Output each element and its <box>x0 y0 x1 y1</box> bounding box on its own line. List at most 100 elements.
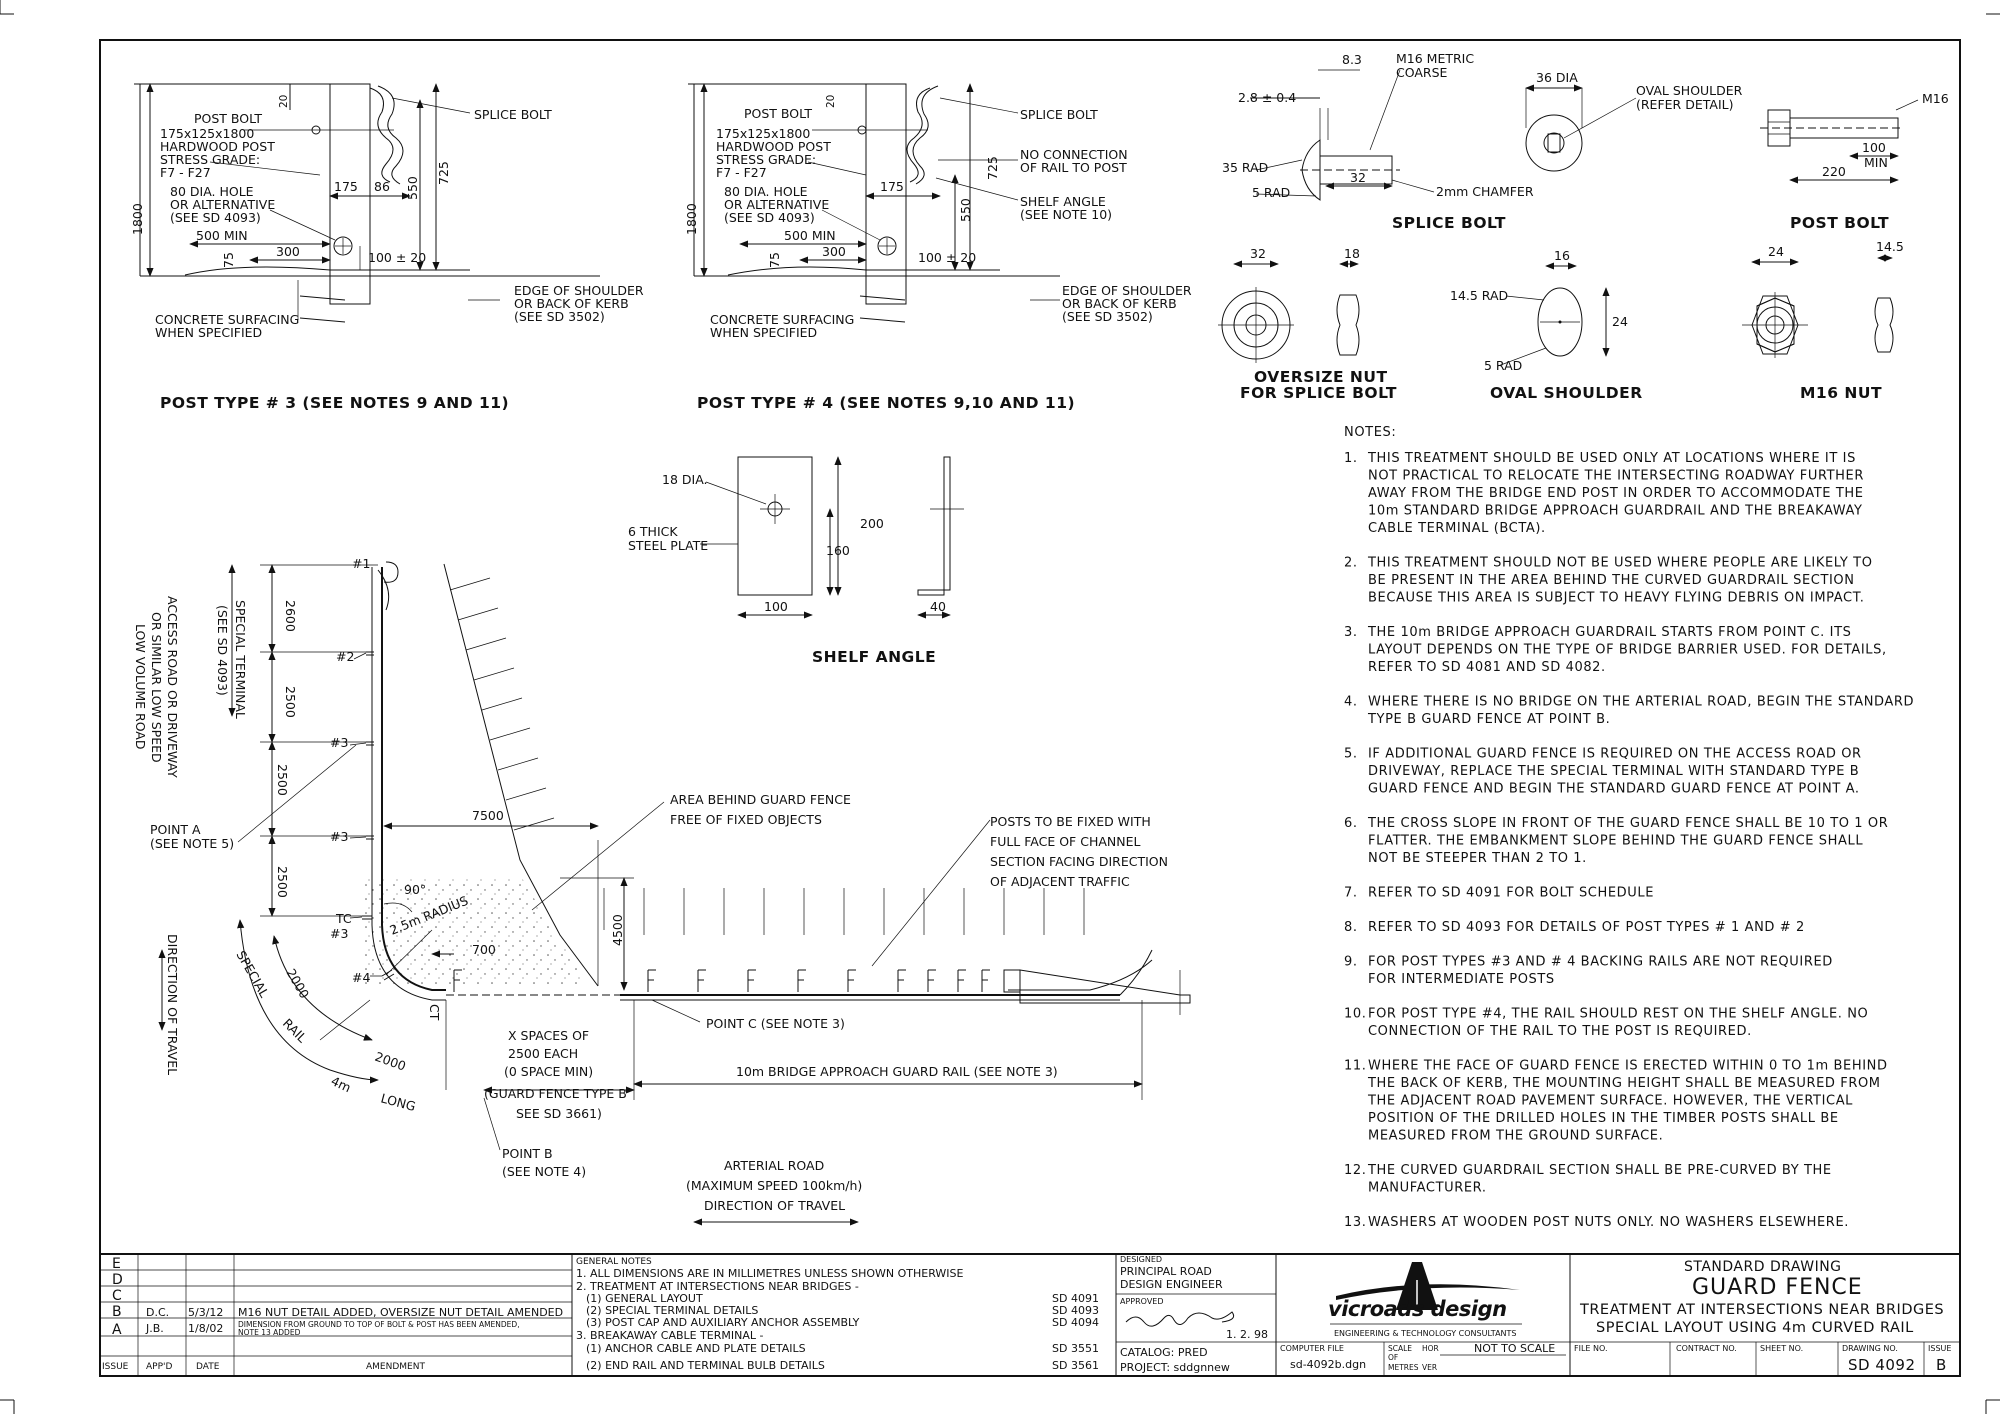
oversize-d18: 18 <box>1344 246 1360 261</box>
shelf-d100: 100 <box>764 599 788 614</box>
note-5-line: GUARD FENCE AND BEGIN THE STANDARD GUARD… <box>1368 782 1860 797</box>
post4-edge-3: (SEE SD 3502) <box>1062 309 1153 324</box>
dim-2000a: 2000 <box>283 966 312 1001</box>
oval-ref-2: (REFER DETAIL) <box>1636 97 1733 112</box>
gen-notes-8: (2) END RAIL AND TERMINAL BULB DETAILS <box>586 1359 825 1372</box>
post4-concrete-1: CONCRETE SURFACING <box>710 312 854 327</box>
post-bolt-min: MIN <box>1864 155 1888 170</box>
note-1-line: AWAY FROM THE BRIDGE END POST IN ORDER T… <box>1368 486 1864 501</box>
post3-concrete-1: CONCRETE SURFACING <box>155 312 299 327</box>
rev-header-amend: AMENDMENT <box>366 1362 425 1372</box>
splice-title: SPLICE BOLT <box>1392 214 1506 232</box>
gen-notes-5: (3) POST CAP AND AUXILIARY ANCHOR ASSEMB… <box>586 1316 860 1329</box>
post3-post-bolt: POST BOLT <box>194 111 262 126</box>
dim-2500c: 2500 <box>275 866 290 898</box>
rev-letter-a: A <box>112 1322 122 1338</box>
splice-m16-1: M16 METRIC <box>1396 51 1474 66</box>
splice-bolt-detail: 8.3 2.8 ± 0.4 M16 METRIC COARSE 35 RAD 5… <box>1222 51 1534 232</box>
dim-7500: 7500 <box>472 808 504 823</box>
oval-r145: 14.5 RAD <box>1450 288 1508 303</box>
rev-a-appd: J.B. <box>145 1322 164 1335</box>
note-4-line: TYPE B GUARD FENCE AT POINT B. <box>1367 712 1610 727</box>
shelf-title: SHELF ANGLE <box>812 648 936 666</box>
note-11-number: 11. <box>1344 1059 1366 1074</box>
logo-tagline: ENGINEERING & TECHNOLOGY CONSULTANTS <box>1334 1329 1516 1338</box>
dim-2500a: 2500 <box>283 686 298 718</box>
rev-b-appd: D.C. <box>146 1306 169 1319</box>
post-label-tc: TC <box>335 911 352 926</box>
drawing-no-value: SD 4092 <box>1848 1356 1916 1374</box>
post3-spec-1: 175x125x1800 <box>160 126 254 141</box>
post4-post-bolt: POST BOLT <box>744 106 812 121</box>
rev-header-date: DATE <box>196 1362 220 1372</box>
dim-90deg: 90° <box>404 882 426 897</box>
file-no-label: FILE NO. <box>1574 1344 1608 1353</box>
posts-note-3: SECTION FACING DIRECTION <box>990 854 1168 869</box>
oval-shoulder-detail: 16 24 14.5 RAD 5 RAD OVAL SHOULDER <box>1450 248 1643 402</box>
gen-notes-0: GENERAL NOTES <box>576 1257 652 1267</box>
arterial-2: (MAXIMUM SPEED 100km/h) <box>686 1178 862 1193</box>
area-behind-fence <box>364 878 590 986</box>
splice-d32: 32 <box>1350 170 1366 185</box>
direction-vertical: DIRECTION OF TRAVEL <box>165 934 180 1075</box>
note-12-number: 12. <box>1344 1163 1366 1178</box>
note-3-line: REFER TO SD 4081 AND SD 4082. <box>1368 660 1606 675</box>
post3-hole-2: OR ALTERNATIVE <box>170 197 275 212</box>
curve-4m: 4m <box>329 1073 354 1095</box>
posts-note-4: OF ADJACENT TRAFFIC <box>990 874 1130 889</box>
oval-shoulder-title: OVAL SHOULDER <box>1490 384 1643 402</box>
gen-ref-3551: SD 3551 <box>1052 1342 1099 1355</box>
oval-d16: 16 <box>1554 248 1570 263</box>
note-1-number: 1. <box>1344 451 1358 466</box>
post3-spec-3: STRESS GRADE: <box>160 152 260 167</box>
m16-d145: 14.5 <box>1876 239 1904 254</box>
note-13-number: 13. <box>1344 1215 1366 1230</box>
post4-dim-75: 75 <box>767 252 782 268</box>
oval-d24: 24 <box>1612 314 1628 329</box>
shelf-d200: 200 <box>860 516 884 531</box>
post-bolt-d220: 220 <box>1822 164 1846 179</box>
post4-no-conn-2: OF RAIL TO POST <box>1020 160 1127 175</box>
note-1-line: 10m STANDARD BRIDGE APPROACH GUARDRAIL A… <box>1368 504 1863 519</box>
scale-label-3: METRES <box>1388 1363 1419 1372</box>
arterial-1: ARTERIAL ROAD <box>724 1158 824 1173</box>
curve-rail: RAIL <box>280 1016 310 1046</box>
note-1-line: NOT PRACTICAL TO RELOCATE THE INTERSECTI… <box>1368 469 1864 484</box>
note-5-line: DRIVEWAY, REPLACE THE SPECIAL TERMINAL W… <box>1368 764 1859 779</box>
rev-b-amend: M16 NUT DETAIL ADDED, OVERSIZE NUT DETAI… <box>238 1306 563 1319</box>
note-2-line: BE PRESENT IN THE AREA BEHIND THE CURVED… <box>1368 573 1855 588</box>
post-type-3-detail: 20 175 86 550 725 1800 500 MIN 300 75 10… <box>130 83 644 412</box>
dim-700: 700 <box>472 942 496 957</box>
logo-name: vicroads design <box>1328 1297 1507 1321</box>
post3-dim-300: 300 <box>276 244 300 259</box>
x-spaces-4: (GUARD FENCE TYPE B <box>484 1086 627 1101</box>
note-10-line: FOR POST TYPE #4, THE RAIL SHOULD REST O… <box>1368 1007 1868 1022</box>
note-9-number: 9. <box>1344 955 1358 970</box>
x-spaces-1: X SPACES OF <box>508 1028 589 1043</box>
area-2: FREE OF FIXED OBJECTS <box>670 812 822 827</box>
oversize-d32: 32 <box>1250 246 1266 261</box>
note-5-line: IF ADDITIONAL GUARD FENCE IS REQUIRED ON… <box>1368 747 1862 762</box>
note-8-line: REFER TO SD 4093 FOR DETAILS OF POST TYP… <box>1368 920 1805 935</box>
access-road-1: ACCESS ROAD OR DRIVEWAY <box>165 596 180 778</box>
contract-no-label: CONTRACT NO. <box>1676 1344 1737 1353</box>
scale-value: NOT TO SCALE <box>1474 1342 1555 1355</box>
post3-edge-3: (SEE SD 3502) <box>514 309 605 324</box>
scale-label-1: SCALE <box>1388 1344 1412 1353</box>
shelf-dia: 18 DIA. <box>662 472 708 487</box>
oversize-nut-detail: 32 18 OVERSIZE NUT FOR SPLICE BOLT <box>1218 246 1397 402</box>
post3-dim-175: 175 <box>334 179 358 194</box>
post-bolt-m16: M16 <box>1922 91 1949 106</box>
note-11-line: THE BACK OF KERB, THE MOUNTING HEIGHT SH… <box>1367 1076 1881 1091</box>
standard-drawing: STANDARD DRAWING <box>1684 1259 1842 1275</box>
approved-label: APPROVED <box>1120 1297 1164 1306</box>
layout-plan: #1 #2 #3 #3 TC #3 #4 2600 2500 2500 2500… <box>133 556 1191 1226</box>
project: PROJECT: sddgnnew <box>1120 1361 1230 1374</box>
post4-concrete-2: WHEN SPECIFIED <box>710 325 817 340</box>
rev-b-date: 5/3/12 <box>188 1306 223 1319</box>
note-7-line: REFER TO SD 4091 FOR BOLT SCHEDULE <box>1368 886 1654 901</box>
post4-dim-175: 175 <box>880 179 904 194</box>
post3-dim-725: 725 <box>436 161 451 185</box>
gen-ref-4091: SD 4091 <box>1052 1292 1099 1305</box>
